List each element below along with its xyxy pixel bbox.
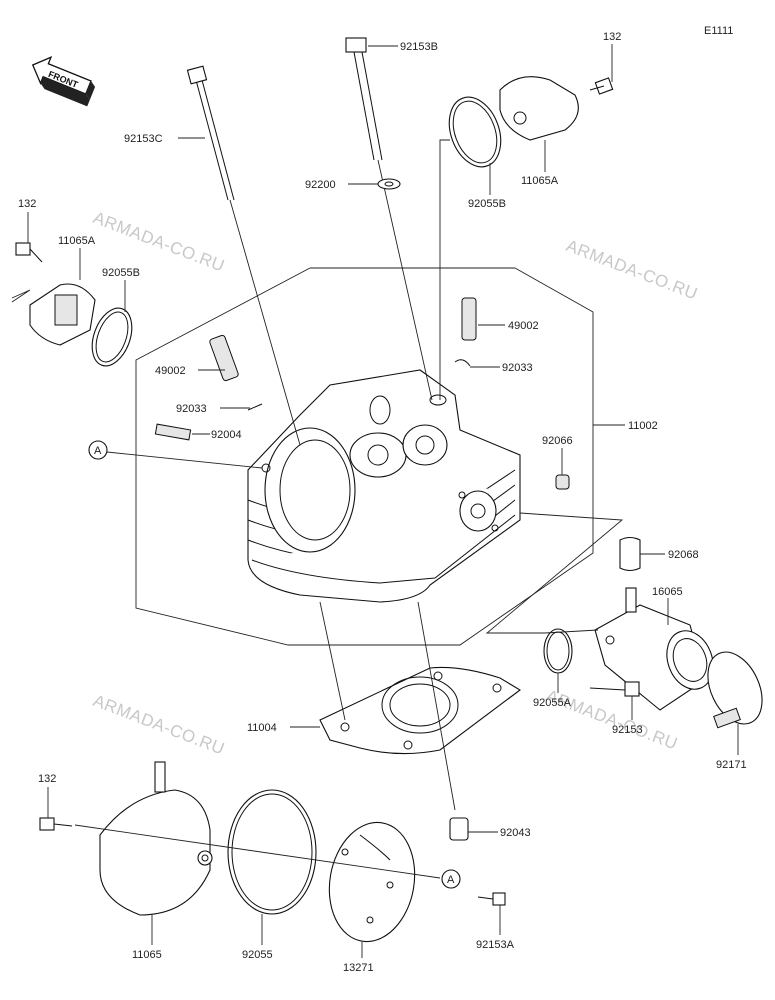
callout-11004: 11004 — [247, 722, 277, 734]
watermark-4: ARMADA-CO.RU — [91, 691, 228, 759]
callout-11002: 11002 — [628, 420, 658, 432]
watermark-1: ARMADA-CO.RU — [91, 208, 228, 276]
tappet-parts — [154, 297, 570, 490]
callout-92055: 92055 — [242, 949, 273, 961]
reference-marker-bottom-label: A — [447, 874, 455, 886]
callout-92068: 92068 — [668, 549, 699, 561]
callout-92200: 92200 — [305, 179, 336, 191]
diagram-code: E1111 — [704, 25, 733, 37]
head-bolts — [186, 37, 433, 446]
watermark-2: ARMADA-CO.RU — [564, 236, 701, 304]
side-cover-parts — [39, 761, 506, 943]
callout-92055b-top: 92055B — [468, 198, 506, 210]
callout-92171: 92171 — [716, 759, 747, 771]
callout-132-bottom: 132 — [38, 773, 56, 785]
valve-cover-right — [439, 76, 614, 400]
callout-13271: 13271 — [343, 962, 374, 974]
callout-49002-right: 49002 — [508, 320, 539, 332]
callout-11065: 11065 — [132, 949, 162, 961]
head-assembly-frame — [135, 267, 625, 646]
callout-92153a: 92153A — [476, 939, 515, 951]
valve-cover-left — [11, 242, 133, 367]
callout-92153b: 92153B — [400, 41, 438, 53]
callout-92043: 92043 — [500, 827, 531, 839]
callout-92055b-left: 92055B — [102, 267, 140, 279]
callout-92055a: 92055A — [533, 697, 572, 709]
reference-marker-left-label: A — [94, 445, 102, 457]
callout-92004: 92004 — [211, 429, 242, 441]
callout-11065a-left: 11065A — [58, 235, 96, 247]
callout-11065a-top: 11065A — [521, 175, 559, 187]
reference-marker-bottom: A — [441, 869, 461, 889]
callout-labels: 92153B 132 92153C 92200 92055B 11065A 13… — [18, 31, 747, 974]
intake-parts — [485, 512, 763, 729]
head-gasket — [319, 601, 521, 841]
callout-16065: 16065 — [652, 586, 683, 598]
cylinder-head — [247, 369, 521, 603]
callout-92033-left: 92033 — [176, 403, 207, 415]
callout-92153: 92153 — [612, 724, 643, 736]
callout-92153c: 92153C — [124, 133, 163, 145]
callout-132-left: 132 — [18, 198, 36, 210]
reference-marker-left: A — [88, 440, 263, 469]
callout-49002-left: 49002 — [155, 365, 186, 377]
leader-lines — [27, 44, 739, 958]
callout-132-top-right: 132 — [603, 31, 621, 43]
front-arrow-icon: FRONT — [31, 56, 96, 107]
callout-92033-right: 92033 — [502, 362, 533, 374]
callout-92066: 92066 — [542, 435, 573, 447]
